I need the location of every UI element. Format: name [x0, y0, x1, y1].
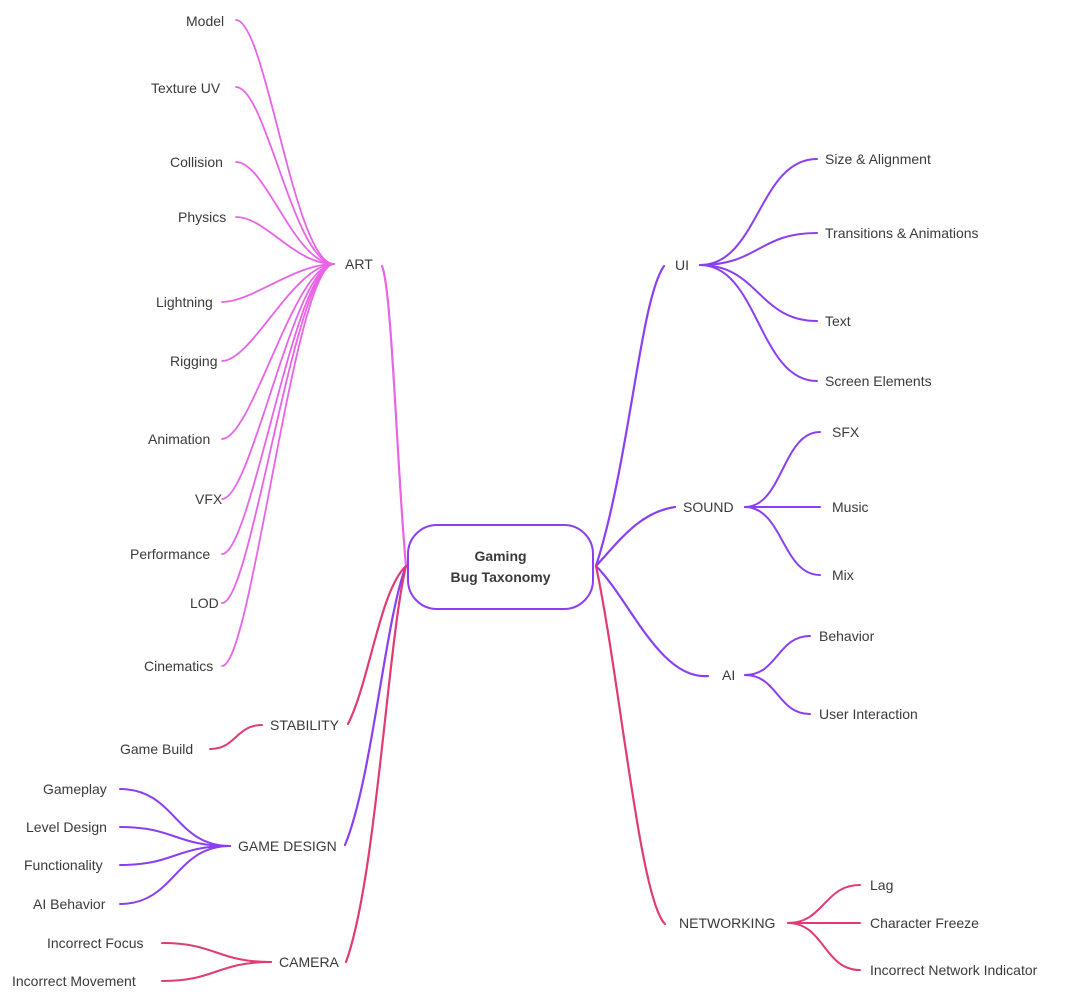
- leaf-animation[interactable]: Animation: [148, 431, 211, 447]
- leaf-music[interactable]: Music: [832, 499, 869, 515]
- connector-art-vfx: [221, 263, 335, 500]
- connector-game-design-functionality: [119, 845, 231, 866]
- leaf-behavior[interactable]: Behavior: [819, 628, 875, 644]
- connector-game-design-ai-behavior: [119, 845, 231, 905]
- leaf-lod[interactable]: LOD: [190, 595, 219, 611]
- connector-art-physics: [235, 216, 335, 265]
- leaf-lightning[interactable]: Lightning: [156, 294, 213, 310]
- leaf-user-interaction[interactable]: User Interaction: [819, 706, 918, 722]
- connector-networking-incorrect-network-indicator: [787, 922, 861, 971]
- branch-sound[interactable]: SOUND: [683, 499, 734, 515]
- connector-art-cinematics: [221, 263, 335, 667]
- leaf-sfx[interactable]: SFX: [832, 424, 860, 440]
- connector-art-lightning: [221, 263, 335, 303]
- connector-art-collision: [235, 161, 335, 265]
- leaf-texture-uv[interactable]: Texture UV: [151, 80, 221, 96]
- root-node[interactable]: Gaming Bug Taxonomy: [407, 524, 594, 610]
- leaf-physics[interactable]: Physics: [178, 209, 227, 225]
- branch-ui[interactable]: UI: [675, 257, 689, 273]
- leaf-vfx[interactable]: VFX: [195, 491, 223, 507]
- root-title-line-2: Bug Taxonomy: [450, 569, 551, 585]
- connector-game-design-level-design: [119, 826, 231, 847]
- connector-root-camera: [344, 564, 408, 964]
- branch-ai[interactable]: AI: [722, 667, 736, 683]
- connector-root-game-design: [343, 564, 408, 847]
- leaf-lag[interactable]: Lag: [870, 877, 894, 893]
- connector-root-stability: [346, 564, 408, 726]
- leaf-mix[interactable]: Mix: [832, 567, 854, 583]
- connector-stability-game-build: [209, 724, 263, 750]
- connector-root-ui: [594, 264, 666, 568]
- leaf-ai-behavior[interactable]: AI Behavior: [33, 896, 106, 912]
- leaf-rigging[interactable]: Rigging: [170, 353, 218, 369]
- connector-art-texture-uv: [235, 86, 335, 265]
- leaf-incorrect-movement[interactable]: Incorrect Movement: [12, 973, 136, 989]
- branch-stability[interactable]: STABILITY: [270, 717, 339, 733]
- connector-ui-size-alignment: [699, 158, 818, 266]
- leaf-transitions-animations[interactable]: Transitions & Animations: [825, 225, 979, 241]
- leaf-performance[interactable]: Performance: [130, 546, 211, 562]
- leaf-incorrect-focus[interactable]: Incorrect Focus: [47, 935, 144, 951]
- connector-ui-transitions-animations: [699, 232, 818, 266]
- connector-ui-text: [699, 264, 818, 322]
- connector-root-networking: [594, 564, 667, 926]
- leaf-screen-elements[interactable]: Screen Elements: [825, 373, 932, 389]
- leaf-collision[interactable]: Collision: [170, 154, 223, 170]
- connector-ai-user-interaction: [744, 674, 811, 715]
- connector-art-model: [235, 19, 335, 265]
- connector-camera-incorrect-movement: [161, 961, 272, 982]
- connector-root-ai: [594, 564, 710, 678]
- connector-art-rigging: [221, 263, 335, 362]
- connector-camera-incorrect-focus: [161, 942, 272, 963]
- leaf-incorrect-network-indicator[interactable]: Incorrect Network Indicator: [870, 962, 1038, 978]
- leaf-gameplay[interactable]: Gameplay: [43, 781, 107, 797]
- leaf-functionality[interactable]: Functionality: [24, 857, 103, 873]
- branch-networking[interactable]: NETWORKING: [679, 915, 776, 931]
- connector-ai-behavior: [744, 635, 811, 676]
- leaf-game-build[interactable]: Game Build: [120, 741, 194, 757]
- leaf-text[interactable]: Text: [825, 313, 851, 329]
- connector-art-animation: [221, 263, 335, 440]
- connector-sound-mix: [744, 506, 821, 576]
- leaf-character-freeze[interactable]: Character Freeze: [870, 915, 979, 931]
- root-title-line-1: Gaming: [474, 548, 527, 564]
- connector-art-lod: [221, 263, 335, 604]
- leaf-cinematics[interactable]: Cinematics: [144, 658, 214, 674]
- connector-art-performance: [221, 263, 335, 555]
- leaf-model[interactable]: Model: [186, 13, 225, 29]
- branch-game-design[interactable]: GAME DESIGN: [238, 838, 337, 854]
- connector-ui-screen-elements: [699, 264, 818, 382]
- connector-sound-sfx: [744, 431, 821, 508]
- branch-camera[interactable]: CAMERA: [279, 954, 339, 970]
- connector-networking-lag: [787, 884, 861, 924]
- leaf-size-alignment[interactable]: Size & Alignment: [825, 151, 931, 167]
- connector-game-design-gameplay: [119, 788, 231, 847]
- leaf-level-design[interactable]: Level Design: [26, 819, 107, 835]
- branch-art[interactable]: ART: [345, 256, 373, 272]
- connector-root-art: [380, 264, 408, 568]
- connector-root-sound: [594, 505, 677, 568]
